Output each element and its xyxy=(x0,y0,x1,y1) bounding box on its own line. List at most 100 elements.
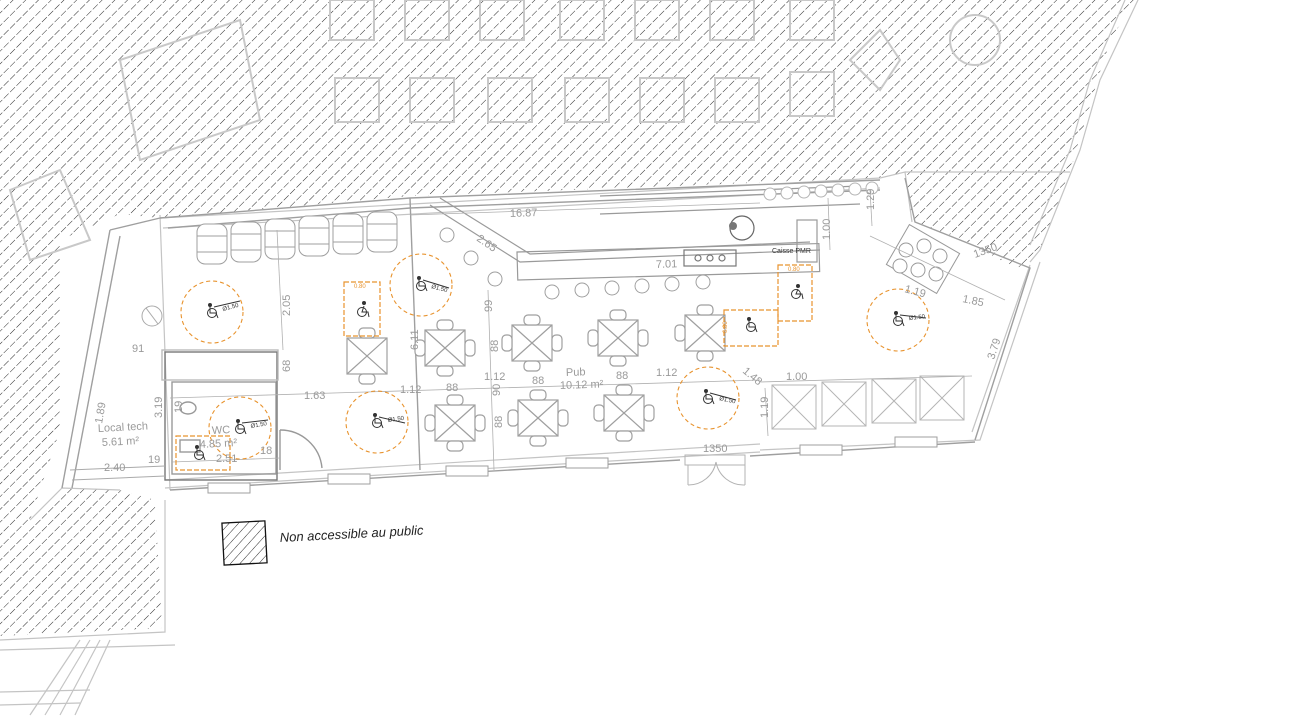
dimension-label: 88 xyxy=(446,382,458,394)
dimension-label: 2.51 xyxy=(216,453,237,465)
dimension-label: 88 xyxy=(616,370,628,382)
dimension-label: 1.19 xyxy=(759,397,771,418)
dimension-label: 1.29 xyxy=(865,189,877,210)
turning-circle xyxy=(180,280,244,344)
wheelchair-icon xyxy=(372,413,406,429)
pmr-clearance-zones xyxy=(175,264,813,471)
wall-bottles-row xyxy=(763,181,879,201)
legend-swatch xyxy=(221,520,268,566)
dimension-label: 19 xyxy=(173,401,185,413)
turning-circle xyxy=(866,288,930,352)
dimension-label: 18 xyxy=(260,445,272,457)
barrel xyxy=(366,211,398,253)
wheelchair-icon xyxy=(416,276,450,292)
turning-circle-label: Ø1.50 xyxy=(909,314,927,322)
dimension-label: 99 xyxy=(483,300,495,312)
wheelchair-icon xyxy=(357,301,370,318)
dimension-label: 2.40 xyxy=(104,462,125,474)
room-area: 5.61 m² xyxy=(102,435,140,449)
turning-circle xyxy=(208,396,272,460)
legend-label: Non accessible au public xyxy=(279,522,424,545)
background-furniture-ghosts xyxy=(8,0,1001,262)
wheelchair-icon xyxy=(235,419,269,435)
dimension-label: 88 xyxy=(532,375,544,387)
dining-table xyxy=(593,384,655,442)
dimension-label: 16.87 xyxy=(510,207,538,220)
crate xyxy=(871,378,917,424)
dining-table xyxy=(501,314,563,372)
dimension-label: 1.63 xyxy=(304,390,325,402)
turning-circle xyxy=(345,390,409,454)
wheelchair-symbols xyxy=(194,276,927,461)
room-name: WC xyxy=(212,424,231,437)
dining-table xyxy=(424,394,486,452)
dimension-label: 2.05 xyxy=(281,295,293,316)
dimension-label: 1.85 xyxy=(961,293,984,309)
dining-table xyxy=(414,319,476,377)
wc-room xyxy=(161,349,323,481)
turning-circle xyxy=(676,366,740,430)
local-tech-room xyxy=(69,305,166,481)
dimension-label: 1.89 xyxy=(93,401,109,424)
crate xyxy=(919,375,965,421)
barrels xyxy=(196,211,398,265)
room-area: 4.85 m² xyxy=(200,437,238,451)
barrel xyxy=(332,213,364,255)
dimension-label: 1.00 xyxy=(821,219,833,240)
dimension-label: 91 xyxy=(132,343,144,355)
barrel xyxy=(298,215,330,257)
barrel xyxy=(230,221,262,263)
dining-table xyxy=(507,389,569,447)
room-name: Pub xyxy=(566,366,586,379)
dimension-label: 1.12 xyxy=(400,384,421,396)
wheelchair-icon xyxy=(703,389,737,405)
dining-table xyxy=(587,309,649,367)
dimension-label: 2.65 xyxy=(474,233,498,255)
barrel xyxy=(196,223,228,265)
dimension-label: 6.11 xyxy=(409,329,421,350)
caisse-pmr-label: Caisse PMR xyxy=(772,248,811,255)
pmr-turning-circles xyxy=(180,253,930,460)
turning-circle-label: Ø1.50 xyxy=(250,421,268,430)
wheelchair-icon xyxy=(791,284,804,300)
turning-circle-label: Ø1.50 xyxy=(222,303,240,313)
clearance-label: 0.80 xyxy=(723,321,729,333)
turning-circle-labels: Ø1.50 Ø1.50 Ø1.50 Ø1.50 Ø1.50 Ø1.50 xyxy=(222,284,926,430)
dimension-label: 88 xyxy=(489,340,501,352)
non-accessible-zones xyxy=(0,0,1138,636)
bar-stools xyxy=(439,227,711,300)
dining-table xyxy=(346,327,388,385)
room-name: Local tech xyxy=(98,420,149,435)
dimension-label: 1.00 xyxy=(786,371,807,383)
wheelchair-icon xyxy=(893,311,927,327)
hatched-zone-southwest xyxy=(0,488,162,636)
south-windows xyxy=(207,436,938,494)
dimension-label: 90 xyxy=(491,384,503,396)
dining-table xyxy=(674,304,726,362)
dimension-label: 1.19 xyxy=(903,283,927,300)
clearance-label: 0.80 xyxy=(354,284,366,290)
room-area: 10.12 m² xyxy=(560,378,604,392)
legend: Non accessible au public xyxy=(221,520,424,566)
turning-circle-label: Ø1.50 xyxy=(719,396,737,405)
turning-circle xyxy=(389,253,453,317)
turning-circle-label: Ø1.50 xyxy=(430,284,448,294)
crate xyxy=(771,384,817,430)
dimension-label: 1.48 xyxy=(740,365,764,388)
round-table-cluster xyxy=(885,223,961,295)
wheelchair-icon xyxy=(194,445,206,461)
dimension-label: 1350 xyxy=(703,443,727,455)
dimension-label: 1.12 xyxy=(484,371,505,383)
barrel xyxy=(264,218,296,260)
dimension-label: 68 xyxy=(281,360,293,372)
dining-tables xyxy=(346,304,726,452)
dimension-lines xyxy=(169,189,1006,471)
crates xyxy=(771,375,965,430)
bar-counter xyxy=(429,185,861,281)
wheelchair-icon xyxy=(207,300,241,319)
dimension-label: 1.12 xyxy=(656,367,677,379)
dimension-label: 7.01 xyxy=(656,258,678,271)
clearance-labels: 0.80 0.80 0.80 xyxy=(354,267,800,333)
wheelchair-icon xyxy=(746,317,758,333)
